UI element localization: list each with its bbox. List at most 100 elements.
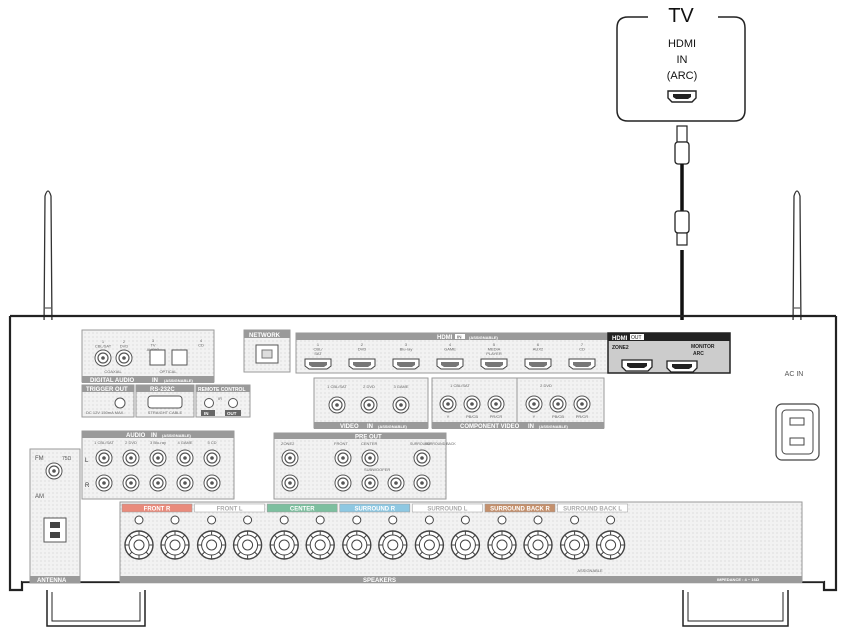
fm-label: FM bbox=[35, 456, 44, 462]
audio-input-jack-right[interactable] bbox=[176, 474, 194, 492]
arc-label: ARC bbox=[693, 351, 704, 357]
optical-jack-1[interactable] bbox=[149, 349, 166, 366]
speaker-post-negative[interactable] bbox=[523, 530, 553, 560]
speaker-post-negative[interactable] bbox=[232, 530, 263, 560]
speaker-post-negative[interactable] bbox=[450, 530, 481, 560]
coaxial-jack-2[interactable] bbox=[115, 349, 133, 367]
pre-out-jack[interactable] bbox=[334, 474, 352, 492]
speaker-channel-label: CENTER bbox=[290, 507, 315, 513]
video-input-jack[interactable] bbox=[360, 396, 378, 414]
video-input-label: 3 GAME bbox=[393, 384, 408, 389]
component-input-label: 1 CBL/SAT bbox=[450, 383, 470, 388]
speaker-post-positive[interactable] bbox=[269, 530, 299, 560]
hdmi-input-port[interactable] bbox=[304, 358, 332, 370]
audio-input-jack-left[interactable] bbox=[149, 449, 167, 467]
fm-ohm-label: 75Ω bbox=[62, 456, 72, 462]
trigger-out-jack[interactable] bbox=[114, 397, 126, 409]
speaker-post-positive[interactable] bbox=[487, 530, 517, 560]
speaker-post-negative[interactable] bbox=[305, 530, 335, 560]
ac-in-section: AC IN bbox=[775, 371, 820, 461]
audio-input-jack-left[interactable] bbox=[95, 449, 113, 467]
pre-out-jack[interactable] bbox=[334, 449, 352, 467]
speaker-terminal-group: SURROUND R bbox=[339, 503, 411, 560]
hdmi-out-monitor-arc-port[interactable] bbox=[666, 360, 698, 373]
component-input-jack[interactable] bbox=[487, 395, 505, 413]
pre-out-front-label: FRONT bbox=[334, 441, 348, 446]
coaxial-jack-1[interactable] bbox=[94, 349, 112, 367]
audio-input-jack-right[interactable] bbox=[203, 474, 221, 492]
pre-out-jack[interactable] bbox=[387, 474, 405, 492]
am-antenna-terminal[interactable] bbox=[43, 517, 67, 543]
fm-antenna-jack[interactable] bbox=[45, 462, 63, 480]
hdmi-input-port[interactable] bbox=[436, 358, 464, 370]
audio-input-label: 5 CD bbox=[207, 440, 216, 445]
pre-out-jack[interactable] bbox=[361, 474, 379, 492]
video-input-jack[interactable] bbox=[392, 396, 410, 414]
speaker-terminal-group: FRONT L bbox=[194, 503, 265, 560]
video-input-label: 1 CBL/SAT bbox=[327, 384, 347, 389]
remote-out-jack[interactable] bbox=[228, 398, 238, 408]
hdmi-input-port[interactable] bbox=[524, 358, 552, 370]
speaker-post-negative[interactable] bbox=[160, 530, 190, 560]
speaker-post-positive[interactable] bbox=[342, 530, 372, 560]
optical-jack-2[interactable] bbox=[171, 349, 188, 366]
remote-ir-label: IR bbox=[218, 396, 222, 401]
pre-out-jack[interactable] bbox=[281, 474, 299, 492]
hdmi-out-zone2-port[interactable] bbox=[621, 359, 653, 372]
pre-out-jack[interactable] bbox=[413, 474, 431, 492]
remote-in-jack[interactable] bbox=[204, 398, 214, 408]
pre-out-jack[interactable] bbox=[281, 449, 299, 467]
pre-out-jack[interactable] bbox=[413, 449, 431, 467]
speaker-post-negative[interactable] bbox=[595, 530, 626, 560]
pre-out-surround-label: SURROUND bbox=[410, 442, 431, 446]
hdmi-input-port[interactable] bbox=[348, 358, 376, 370]
component-input-label: 2 DVD bbox=[540, 383, 552, 388]
hdmi-input-port[interactable] bbox=[392, 358, 420, 370]
digital-audio-assignable: (ASSIGNABLE) bbox=[164, 378, 194, 383]
rs232c-port[interactable] bbox=[147, 395, 183, 409]
video-label: VIDEO bbox=[340, 424, 359, 430]
audio-input-jack-right[interactable] bbox=[149, 474, 167, 492]
video-assignable: (ASSIGNABLE) bbox=[378, 424, 408, 429]
component-input-jack[interactable] bbox=[573, 395, 591, 413]
speaker-post-negative[interactable] bbox=[378, 530, 408, 560]
speaker-channel-label: FRONT L bbox=[217, 507, 243, 513]
component-channel-label: PR/CR bbox=[490, 414, 503, 419]
pre-out-jack[interactable] bbox=[361, 449, 379, 467]
component-channel-label: Y bbox=[447, 414, 450, 419]
pre-out-center-label: CENTER bbox=[361, 441, 378, 446]
svg-text:R: R bbox=[85, 483, 90, 489]
component-assignable: (ASSIGNABLE) bbox=[539, 424, 569, 429]
speaker-post-positive[interactable] bbox=[196, 530, 227, 560]
audio-input-label: 4 GAME bbox=[177, 440, 192, 445]
speaker-post-positive[interactable] bbox=[559, 530, 590, 560]
audio-input-label: 2 DVD bbox=[125, 440, 137, 445]
hdmi-input-port[interactable] bbox=[568, 358, 596, 370]
speaker-channel-label: SURROUND BACK L bbox=[563, 507, 622, 513]
hdmi-out-label: HDMI bbox=[612, 336, 628, 342]
audio-input-jack-right[interactable] bbox=[122, 474, 140, 492]
coaxial-label: COAXIAL bbox=[104, 369, 122, 374]
component-input-jack[interactable] bbox=[549, 395, 567, 413]
video-input-jack[interactable] bbox=[328, 396, 346, 414]
speaker-post-positive[interactable] bbox=[414, 530, 445, 560]
component-input-jack[interactable] bbox=[463, 395, 481, 413]
impedance-label: IMPEDANCE : 4 ~ 16Ω bbox=[717, 577, 760, 582]
tv-hdmi-arc-port[interactable] bbox=[667, 90, 697, 103]
component-tag: IN bbox=[528, 424, 534, 430]
pre-out-section: PRE OUT ZONE2 FRONT CENTER SURROUND SURR… bbox=[273, 432, 456, 500]
audio-input-jack-left[interactable] bbox=[176, 449, 194, 467]
video-input-label: 2 DVD bbox=[363, 384, 375, 389]
hdmi-input-port[interactable] bbox=[480, 358, 508, 370]
audio-label: AUDIO bbox=[126, 433, 146, 439]
component-video-section: COMPONENT VIDEO IN (ASSIGNABLE) 1 CBL/SA… bbox=[431, 377, 605, 430]
component-input-jack[interactable] bbox=[439, 395, 457, 413]
audio-input-jack-left[interactable] bbox=[203, 449, 221, 467]
audio-input-jack-left[interactable] bbox=[122, 449, 140, 467]
component-input-jack[interactable] bbox=[525, 395, 543, 413]
speaker-post-positive[interactable] bbox=[124, 530, 154, 560]
audio-input-jack-right[interactable] bbox=[95, 474, 113, 492]
